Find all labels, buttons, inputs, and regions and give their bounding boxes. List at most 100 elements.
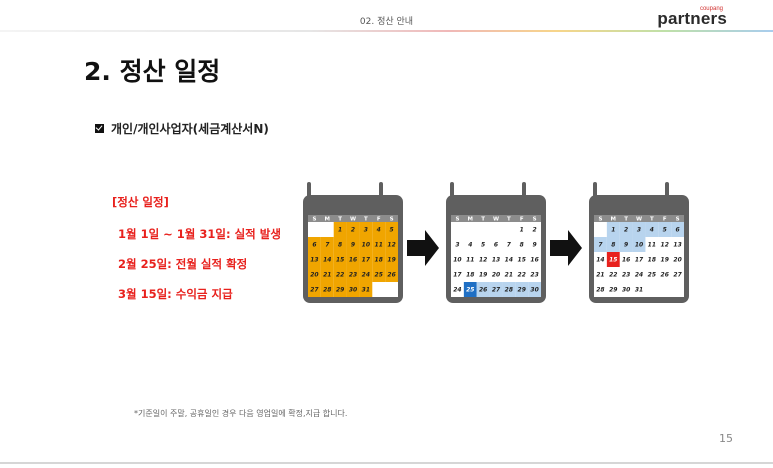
day-cell bbox=[308, 267, 321, 282]
day-number: 7 bbox=[598, 242, 603, 249]
day-number: 10 bbox=[362, 242, 370, 249]
weekday-label: S bbox=[676, 217, 680, 223]
day-cell bbox=[346, 282, 360, 297]
day-number: 12 bbox=[479, 257, 487, 264]
day-cell bbox=[320, 282, 334, 297]
day-cell bbox=[359, 267, 373, 282]
calendar-ring bbox=[379, 182, 383, 199]
calendar-ring bbox=[450, 182, 454, 199]
day-number: 3 bbox=[455, 242, 459, 249]
day-number: 18 bbox=[648, 257, 656, 264]
day-number: 21 bbox=[505, 272, 513, 279]
weekday-label: T bbox=[364, 217, 368, 223]
day-cell bbox=[632, 237, 646, 252]
schedule-heading: [정산 일정] bbox=[112, 195, 169, 209]
weekday-label: T bbox=[650, 217, 654, 223]
day-number: 25 bbox=[375, 272, 383, 279]
day-cell bbox=[333, 237, 347, 252]
weekday-label: W bbox=[636, 217, 642, 223]
day-number: 2 bbox=[624, 227, 628, 234]
day-number: 29 bbox=[518, 287, 526, 294]
day-cell bbox=[658, 222, 672, 237]
checkbox-icon bbox=[95, 124, 104, 133]
day-number: 14 bbox=[323, 257, 331, 264]
day-cell bbox=[308, 237, 321, 252]
weekday-label: S bbox=[390, 217, 394, 223]
day-number: 5 bbox=[663, 227, 667, 234]
day-cell bbox=[308, 282, 321, 297]
bottom-divider bbox=[0, 462, 773, 464]
weekday-label: F bbox=[520, 217, 524, 223]
day-number: 17 bbox=[635, 257, 644, 264]
day-cell bbox=[515, 282, 529, 297]
day-number: 2 bbox=[351, 227, 355, 234]
day-cell bbox=[671, 222, 684, 237]
calendar-ring bbox=[522, 182, 526, 199]
day-number: 16 bbox=[622, 257, 630, 264]
day-number: 9 bbox=[624, 242, 628, 249]
weekday-label: F bbox=[663, 217, 667, 223]
day-number: 30 bbox=[530, 287, 538, 294]
day-number: 1 bbox=[338, 227, 342, 234]
day-number: 6 bbox=[675, 227, 679, 234]
day-number: 21 bbox=[596, 272, 604, 279]
weekday-label: M bbox=[468, 217, 473, 223]
day-number: 4 bbox=[377, 227, 381, 234]
day-number: 3 bbox=[637, 227, 641, 234]
day-number: 27 bbox=[492, 287, 501, 294]
weekday-label: M bbox=[325, 217, 330, 223]
day-cell bbox=[333, 222, 347, 237]
day-number: 24 bbox=[635, 272, 643, 279]
day-cell bbox=[385, 252, 398, 267]
day-number: 9 bbox=[532, 242, 536, 249]
schedule-item-3: 3월 15일: 수익금 지급 bbox=[118, 287, 233, 301]
day-number: 24 bbox=[453, 287, 461, 294]
day-number: 6 bbox=[494, 242, 498, 249]
day-cell bbox=[320, 267, 334, 282]
day-cell bbox=[359, 237, 373, 252]
partners-logo: partners bbox=[657, 9, 727, 28]
day-number: 12 bbox=[661, 242, 669, 249]
schedule-item-1: 1월 1일 ~ 1월 31일: 실적 발생 bbox=[118, 227, 281, 241]
day-cell bbox=[619, 222, 633, 237]
weekday-label: T bbox=[338, 217, 342, 223]
day-number: 13 bbox=[673, 242, 681, 249]
calendar-weekday-bar bbox=[308, 215, 398, 222]
day-cell bbox=[619, 237, 633, 252]
day-cell bbox=[372, 237, 386, 252]
day-number: 8 bbox=[520, 242, 524, 249]
arrow-icon bbox=[550, 230, 582, 266]
calendar-weekday-bar bbox=[594, 215, 684, 222]
day-number: 4 bbox=[650, 227, 654, 234]
day-number: 15 bbox=[518, 257, 526, 264]
day-number: 17 bbox=[453, 272, 462, 279]
day-number: 9 bbox=[351, 242, 355, 249]
day-number: 20 bbox=[492, 272, 500, 279]
day-number: 4 bbox=[468, 242, 472, 249]
section-header: 02. 정산 안내 bbox=[359, 17, 414, 27]
weekday-label: W bbox=[350, 217, 356, 223]
day-cell bbox=[346, 222, 360, 237]
day-number: 11 bbox=[466, 257, 474, 264]
day-cell bbox=[606, 237, 620, 252]
day-number: 22 bbox=[336, 272, 344, 279]
day-number: 2 bbox=[532, 227, 536, 234]
day-number: 10 bbox=[635, 242, 643, 249]
day-cell bbox=[346, 252, 360, 267]
day-cell bbox=[333, 282, 347, 297]
day-number: 25 bbox=[648, 272, 656, 279]
day-number: 22 bbox=[609, 272, 617, 279]
weekday-label: S bbox=[312, 217, 316, 223]
arrow-icon bbox=[407, 230, 439, 266]
calendar-weekday-bar bbox=[451, 215, 541, 222]
day-number: 31 bbox=[635, 287, 643, 294]
day-number: 5 bbox=[481, 242, 485, 249]
day-number: 26 bbox=[387, 272, 395, 279]
day-number: 11 bbox=[648, 242, 656, 249]
weekday-label: T bbox=[507, 217, 511, 223]
day-number: 5 bbox=[389, 227, 393, 234]
weekday-label: F bbox=[377, 217, 381, 223]
day-cell bbox=[502, 282, 516, 297]
day-cell bbox=[372, 252, 386, 267]
day-number: 15 bbox=[336, 257, 344, 264]
